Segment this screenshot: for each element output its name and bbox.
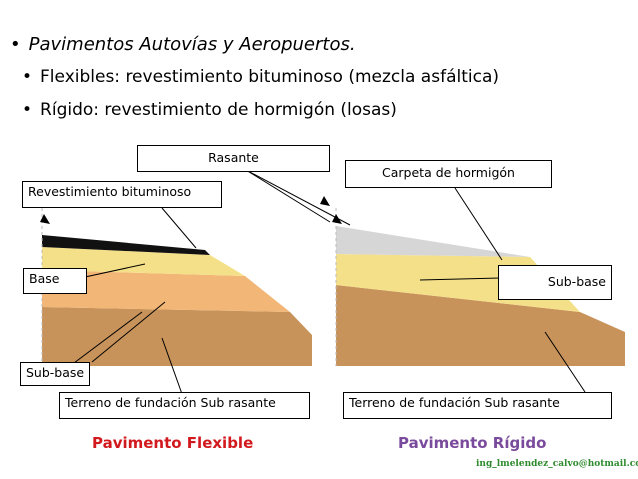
label-carpeta: Carpeta de hormigón bbox=[345, 160, 552, 188]
bullet-rigid-text: Rígido: revestimiento de hormigón (losas… bbox=[40, 100, 397, 120]
leader-subbase-right bbox=[419, 277, 501, 281]
bullet-main: • Pavimentos Autovías y Aeropuertos. bbox=[10, 34, 356, 55]
leader-rasante-left bbox=[245, 169, 331, 223]
label-terreno-right: Terreno de fundación Sub rasante bbox=[343, 392, 612, 419]
bullet-main-text: Pavimentos Autovías y Aeropuertos. bbox=[28, 34, 356, 55]
bullet-dot-icon: • bbox=[22, 100, 33, 120]
label-rasante: Rasante bbox=[137, 145, 330, 172]
label-revestimiento: Revestimiento bituminoso bbox=[22, 181, 222, 208]
label-terreno-left: Terreno de fundación Sub rasante bbox=[59, 392, 310, 419]
bullet-dot-icon: • bbox=[22, 67, 33, 87]
bullet-flexible: • Flexibles: revestimiento bituminoso (me… bbox=[22, 67, 499, 87]
leader-terreno-right bbox=[544, 331, 586, 393]
rigid-terreno-layer bbox=[336, 285, 625, 366]
bullet-rigid: • Rígido: revestimiento de hormigón (losa… bbox=[22, 100, 397, 120]
flexible-arrow-icon bbox=[40, 214, 50, 224]
caption-rigid: Pavimento Rígido bbox=[398, 434, 547, 452]
leader-terreno-left bbox=[161, 337, 183, 395]
author-email: ing_lmelendez_calvo@hotmail.com bbox=[476, 459, 638, 469]
rigid-hormigon-layer bbox=[336, 226, 530, 257]
leader-subbase-left-1 bbox=[91, 301, 166, 363]
rigid-arrow-right-icon bbox=[332, 214, 342, 224]
label-subbase-right: Sub-base bbox=[498, 265, 612, 300]
label-base: Base bbox=[23, 268, 87, 294]
label-subbase-left: Sub-base bbox=[20, 362, 90, 386]
leader-carpeta bbox=[454, 187, 503, 261]
bullet-flexible-text: Flexibles: revestimiento bituminoso (mez… bbox=[40, 67, 499, 87]
flexible-subbase-layer bbox=[42, 270, 290, 312]
caption-flexible: Pavimento Flexible bbox=[92, 434, 254, 452]
bullet-dot-icon: • bbox=[10, 34, 21, 55]
leader-revestimiento bbox=[161, 207, 197, 249]
rigid-arrow-left-icon bbox=[320, 196, 330, 206]
leader-rasante-right bbox=[245, 169, 351, 226]
flexible-terreno-layer bbox=[42, 307, 312, 366]
flexible-asphalt-layer bbox=[42, 235, 210, 255]
